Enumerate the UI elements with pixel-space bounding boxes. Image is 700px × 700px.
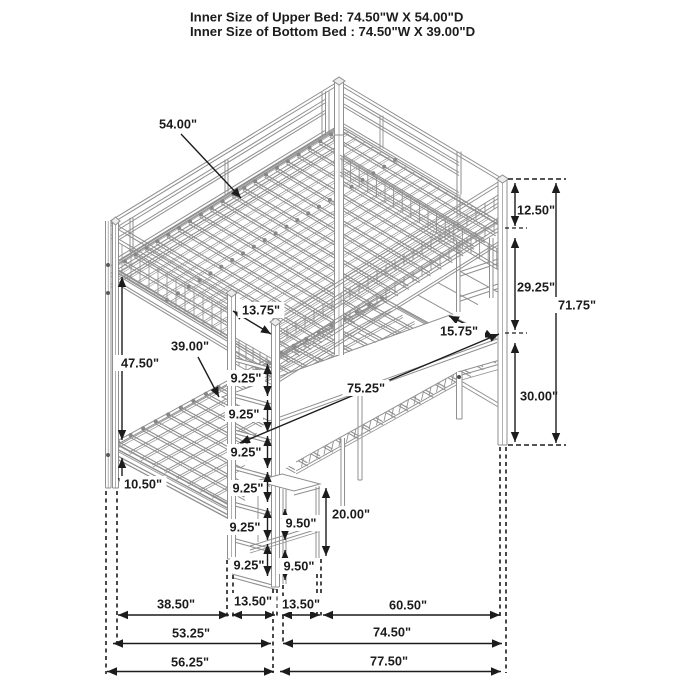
svg-text:13.50": 13.50": [282, 597, 320, 612]
svg-text:39.00": 39.00": [171, 339, 209, 354]
svg-text:12.50": 12.50": [517, 203, 555, 218]
svg-text:47.50": 47.50": [121, 356, 159, 371]
svg-text:60.50": 60.50": [389, 598, 427, 613]
svg-text:74.50": 74.50": [373, 625, 411, 640]
svg-text:9.25": 9.25": [229, 407, 260, 422]
svg-text:77.50": 77.50": [370, 654, 408, 669]
svg-text:9.50": 9.50": [286, 516, 317, 531]
svg-text:10.50": 10.50": [124, 477, 162, 492]
svg-text:38.50": 38.50": [157, 597, 195, 612]
svg-text:54.00": 54.00": [159, 117, 197, 132]
svg-text:56.25": 56.25": [171, 655, 209, 670]
svg-text:30.00": 30.00": [520, 389, 558, 404]
svg-text:53.25": 53.25": [172, 626, 210, 641]
svg-text:75.25": 75.25": [347, 381, 385, 396]
svg-text:9.50": 9.50": [284, 559, 315, 574]
svg-text:Inner Size of Upper Bed: 74.50: Inner Size of Upper Bed: 74.50"W X 54.00…: [190, 10, 463, 25]
svg-text:71.75": 71.75": [558, 298, 596, 313]
svg-text:9.25": 9.25": [231, 445, 262, 460]
svg-text:9.25": 9.25": [231, 371, 262, 386]
svg-text:13.50": 13.50": [234, 594, 272, 609]
svg-text:Inner Size of Bottom Bed : 74.: Inner Size of Bottom Bed : 74.50"W X 39.…: [190, 24, 475, 39]
svg-text:9.25": 9.25": [230, 520, 261, 535]
svg-text:13.75": 13.75": [242, 303, 280, 318]
svg-text:15.75": 15.75": [440, 324, 478, 339]
svg-text:9.25": 9.25": [234, 558, 265, 573]
svg-text:29.25": 29.25": [517, 280, 555, 295]
svg-text:9.25": 9.25": [233, 481, 264, 496]
svg-text:20.00": 20.00": [332, 507, 370, 522]
